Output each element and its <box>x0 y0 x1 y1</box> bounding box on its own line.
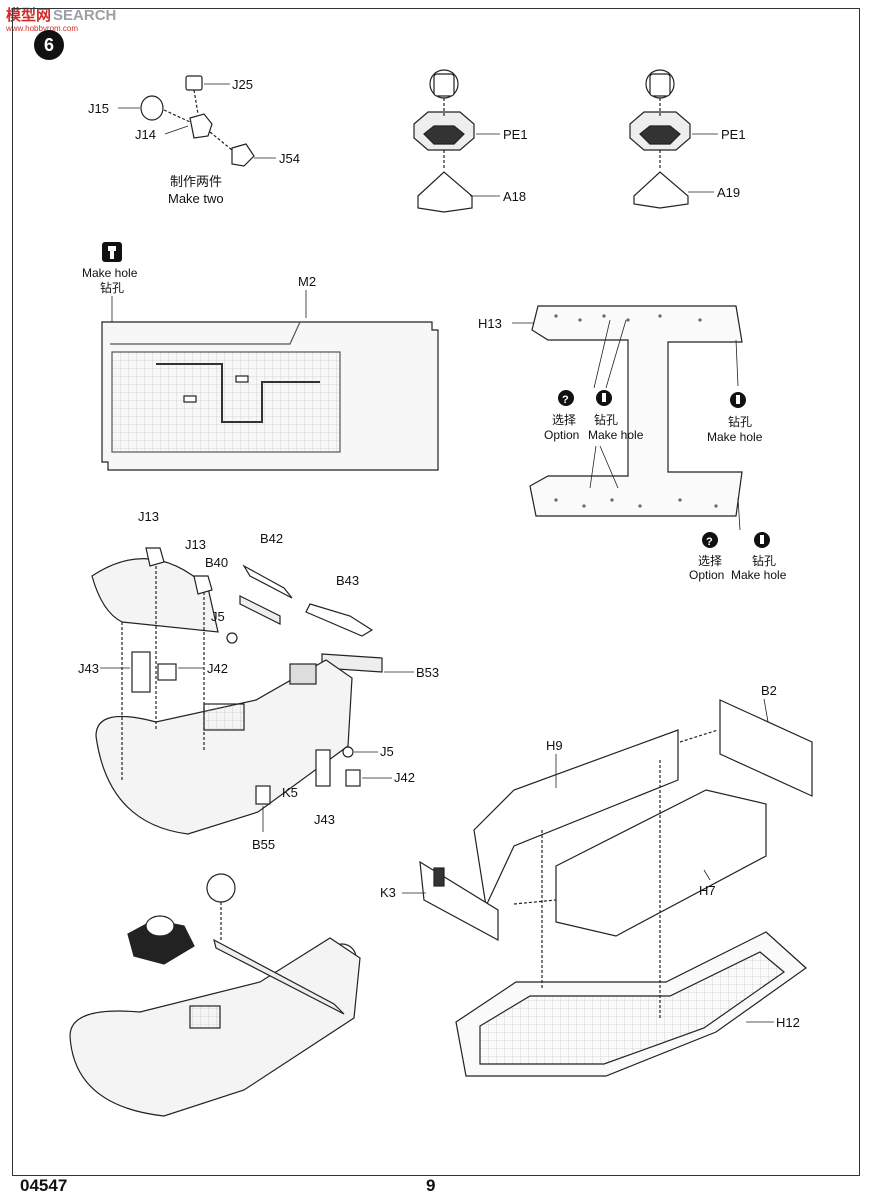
label-b40: B40 <box>205 555 228 570</box>
option-icon <box>558 390 574 406</box>
turret-assembly-a19 <box>629 69 691 209</box>
label-j42-right: J42 <box>394 770 415 785</box>
completed-hull-drawing <box>69 873 361 1117</box>
label-j54: J54 <box>279 151 300 166</box>
label-option-cn-3: 选择 <box>698 554 722 568</box>
part-j54 <box>231 143 255 167</box>
watermark-cn: 模型网 <box>6 7 52 24</box>
label-pe1-left: PE1 <box>503 127 528 142</box>
label-k3: K3 <box>380 885 396 900</box>
label-make-hole-cn: 钻孔 <box>100 280 124 295</box>
label-make-two-en: Make two <box>168 191 224 206</box>
part-j5-right <box>342 746 354 758</box>
label-option-en-1: Option <box>544 428 579 442</box>
label-j43-left: J43 <box>78 661 99 676</box>
label-k5: K5 <box>282 785 298 800</box>
label-option-en-3: Option <box>689 568 724 582</box>
step-number-badge: 6 <box>34 30 64 60</box>
label-h9: H9 <box>546 738 563 753</box>
label-j15: J15 <box>88 101 109 116</box>
part-h7 <box>555 789 767 937</box>
part-b42 <box>242 564 293 599</box>
label-pe1-right: PE1 <box>721 127 746 142</box>
highlight-marker-1 <box>206 873 236 903</box>
label-hole-en-2: Make hole <box>707 430 763 444</box>
part-j43-right <box>315 749 331 787</box>
part-j5-top <box>226 632 238 644</box>
part-j25 <box>185 75 203 91</box>
label-m2: M2 <box>298 274 316 289</box>
part-j43-left <box>131 651 151 693</box>
part-j42-right <box>345 769 361 787</box>
part-j13-left <box>145 547 165 567</box>
label-make-hole-en: Make hole <box>82 266 138 280</box>
label-b2: B2 <box>761 683 777 698</box>
j-parts-group <box>140 75 255 167</box>
part-b43 <box>305 603 374 637</box>
part-b40 <box>239 595 281 625</box>
label-make-two-cn: 制作两件 <box>170 174 222 189</box>
product-code: 04547 <box>20 1176 68 1195</box>
part-b2 <box>719 699 813 797</box>
label-j5-top: J5 <box>211 609 225 624</box>
label-j13-right: J13 <box>185 537 206 552</box>
label-j25: J25 <box>232 77 253 92</box>
turret-assembly-a18 <box>413 69 475 213</box>
part-b55 <box>255 785 271 805</box>
hull-assembly-drawing <box>91 547 383 835</box>
part-j13-right <box>193 575 213 595</box>
page-number: 9 <box>426 1176 436 1195</box>
label-option-cn-1: 选择 <box>552 413 576 427</box>
drill-icon <box>102 242 122 262</box>
label-j43-right: J43 <box>314 812 335 827</box>
part-h13-plate <box>529 305 743 517</box>
label-hole-cn-3: 钻孔 <box>752 553 776 568</box>
label-a19: A19 <box>717 185 740 200</box>
label-b53: B53 <box>416 665 439 680</box>
part-j14 <box>189 113 213 139</box>
svg-text:?: ? <box>706 536 713 548</box>
part-j15 <box>140 95 164 121</box>
label-hole-en-1: Make hole <box>588 428 644 442</box>
label-a18: A18 <box>503 189 526 204</box>
part-m2-panel <box>101 321 439 471</box>
label-b43: B43 <box>336 573 359 588</box>
watermark-en: SEARCH <box>53 7 117 24</box>
label-h7: H7 <box>699 883 716 898</box>
label-h12: H12 <box>776 1015 800 1030</box>
svg-text:?: ? <box>562 394 569 406</box>
label-b55: B55 <box>252 837 275 852</box>
h13-rivets <box>554 314 718 508</box>
watermark-sub: www.hobbyrom.com <box>6 24 79 33</box>
label-hole-en-3: Make hole <box>731 568 787 582</box>
label-j42-left: J42 <box>207 661 228 676</box>
label-b42: B42 <box>260 531 283 546</box>
page-frame <box>12 8 860 1176</box>
label-j5-right: J5 <box>380 744 394 759</box>
label-h13: H13 <box>478 316 502 331</box>
side-assembly-drawing <box>419 699 813 1077</box>
label-j13-left: J13 <box>138 509 159 524</box>
label-hole-cn-2: 钻孔 <box>728 414 752 429</box>
part-j42-left <box>157 663 177 681</box>
label-j14: J14 <box>135 127 156 142</box>
option-icon <box>702 532 718 548</box>
label-hole-cn-1: 钻孔 <box>594 412 618 427</box>
